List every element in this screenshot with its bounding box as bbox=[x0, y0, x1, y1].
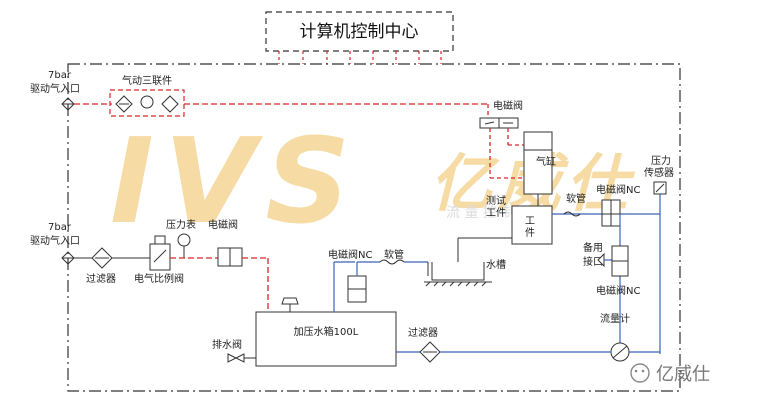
solenoid-valve-top-label: 电磁阀 bbox=[493, 99, 523, 112]
top-air-line: 7bar 驱动气入口 气动三联件 电磁阀 bbox=[30, 70, 524, 179]
drain-valve-label: 排水阀 bbox=[212, 338, 242, 351]
watermark-subtext: 流 量 控 制 bbox=[446, 205, 515, 221]
watermark-logo: IVS bbox=[110, 112, 360, 250]
cylinder bbox=[523, 131, 553, 195]
air-inlet-top-pressure: 7bar bbox=[48, 70, 72, 81]
lubricator-icon bbox=[161, 95, 179, 113]
control-center-title: 计算机控制中心 bbox=[300, 22, 419, 42]
pressure-gauge-label: 压力表 bbox=[166, 218, 196, 231]
solenoid-valve-nc-lower-label: 电磁阀NC bbox=[596, 284, 640, 297]
test-workpiece-label: 测试工件 bbox=[486, 194, 506, 219]
air-inlet-left-pressure: 7bar bbox=[48, 222, 72, 233]
filter-right-icon bbox=[419, 341, 441, 363]
filter-right-label: 过滤器 bbox=[408, 326, 438, 339]
water-tank-label: 水槽 bbox=[486, 258, 506, 271]
air-inlet-left-label: 驱动气入口 bbox=[30, 234, 80, 247]
filter-left-icon bbox=[91, 247, 113, 269]
drain-valve-icon bbox=[227, 353, 245, 363]
soft-tube-mid bbox=[379, 259, 405, 265]
cylinder-label: 气缸 bbox=[536, 155, 556, 168]
workpiece-label-2: 件 bbox=[525, 227, 535, 239]
wechat-watermark: 亿威仕 bbox=[630, 363, 710, 385]
filter-icon bbox=[115, 95, 133, 113]
pressurized-tank-group: 加压水箱100L 排水阀 过滤器 bbox=[212, 297, 611, 367]
right-water-path: 软管 电磁阀NC 备用接口 电磁阀NC 流量计 bbox=[552, 183, 660, 362]
flowmeter-label: 流量计 bbox=[600, 312, 630, 325]
air-source-triple-box bbox=[109, 89, 185, 117]
workpiece bbox=[511, 205, 553, 245]
ep-valve bbox=[149, 243, 171, 271]
left-air-line: 7bar 驱动气入口 过滤器 电气比例阀 压力表 电磁阀 bbox=[30, 218, 269, 312]
control-center: 计算机控制中心 bbox=[265, 11, 454, 64]
pressurized-tank-label: 加压水箱100L bbox=[294, 325, 359, 338]
control-center-box bbox=[265, 11, 454, 52]
soft-tube-mid-label: 软管 bbox=[384, 248, 404, 261]
solenoid-valve-nc-right-label: 电磁阀NC bbox=[596, 183, 640, 196]
ep-valve-label: 电气比例阀 bbox=[134, 272, 184, 285]
cylinder-assembly: 气缸 工 件 测试工件 bbox=[486, 131, 556, 245]
system-frame bbox=[67, 63, 681, 392]
air-source-triple-label: 气动三联件 bbox=[122, 74, 172, 87]
solenoid-valve-mid-label: 电磁阀 bbox=[208, 218, 238, 231]
tank-vent-icon bbox=[281, 297, 299, 305]
workpiece-label-1: 工 bbox=[525, 216, 535, 227]
regulator-icon bbox=[140, 95, 154, 109]
soft-tube-right-label: 软管 bbox=[566, 192, 586, 205]
soft-tube-right bbox=[563, 211, 581, 217]
backup-port-label: 备用接口 bbox=[583, 241, 603, 268]
air-inlet-top-label: 驱动气入口 bbox=[30, 82, 80, 95]
wechat-icon bbox=[630, 363, 650, 383]
pressure-sensor-label: 压力传感器 bbox=[644, 154, 674, 179]
water-tank bbox=[431, 262, 485, 281]
filter-left-label: 过滤器 bbox=[86, 272, 116, 285]
solenoid-valve-nc-mid-label: 电磁阀NC bbox=[328, 248, 372, 261]
pressure-gauge-icon bbox=[177, 233, 191, 247]
pressure-sensor: 压力传感器 bbox=[644, 154, 674, 354]
pressurized-tank bbox=[255, 311, 397, 367]
wechat-text: 亿威仕 bbox=[656, 364, 710, 385]
middle-water-path: 电磁阀NC 软管 水槽 bbox=[328, 237, 512, 312]
